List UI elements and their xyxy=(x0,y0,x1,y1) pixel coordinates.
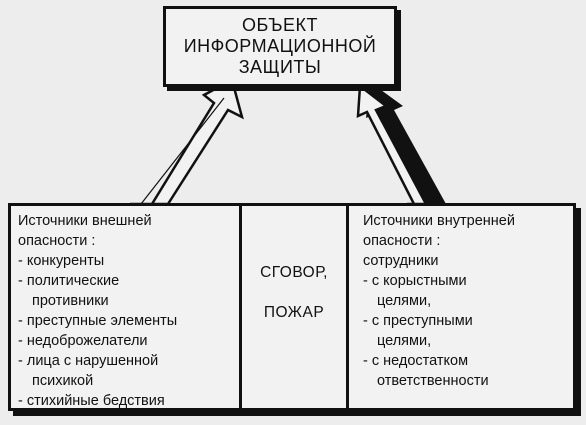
conspiracy-label: СГОВОР, xyxy=(260,264,328,281)
external-line-7: - недоброжелатели xyxy=(18,333,148,349)
internal-to-object-arrow xyxy=(356,82,446,206)
external-sources-box: Источники внешней опасности : - конкурен… xyxy=(11,206,239,409)
internal-line-4: - с корыстными xyxy=(363,273,467,289)
internal-line-5: целями, xyxy=(377,293,432,309)
external-line-10: - стихийные бедствия xyxy=(18,393,165,409)
internal-line-7: целями, xyxy=(377,333,432,349)
sources-frame: Источники внешней опасности : - конкурен… xyxy=(8,203,576,411)
internal-line-9: ответственности xyxy=(377,373,489,389)
internal-line-6: - с преступными xyxy=(363,313,473,329)
object-box: ОБЪЕКТ ИНФОРМАЦИОННОЙ ЗАЩИТЫ xyxy=(163,6,397,87)
internal-line-3: сотрудники xyxy=(363,253,439,269)
internal-line-8: - с недостатком xyxy=(363,353,469,369)
object-line-2: ИНФОРМАЦИОННОЙ xyxy=(183,36,377,56)
external-to-object-arrow xyxy=(130,78,244,206)
fire-label: ПОЖАР xyxy=(263,304,325,321)
external-line-3: - конкуренты xyxy=(18,253,105,269)
internal-sources-box: Источники внутренней опасности : сотрудн… xyxy=(349,206,573,408)
external-line-5: противники xyxy=(32,293,109,309)
external-line-2: опасности : xyxy=(18,233,96,249)
object-line-1: ОБЪЕКТ xyxy=(242,15,318,35)
external-line-8: - лица с нарушенной xyxy=(18,353,159,369)
external-line-9: психикой xyxy=(32,373,94,389)
internal-line-1: Источники внутренней xyxy=(363,213,515,229)
external-line-6: - преступные элементы xyxy=(18,313,178,329)
external-line-4: - политические xyxy=(18,273,120,289)
middle-threats-box: СГОВОР, ПОЖАР xyxy=(239,206,349,408)
object-line-3: ЗАЩИТЫ xyxy=(238,57,322,77)
internal-line-2: опасности : xyxy=(363,233,441,249)
external-line-1: Источники внешней xyxy=(18,213,152,229)
